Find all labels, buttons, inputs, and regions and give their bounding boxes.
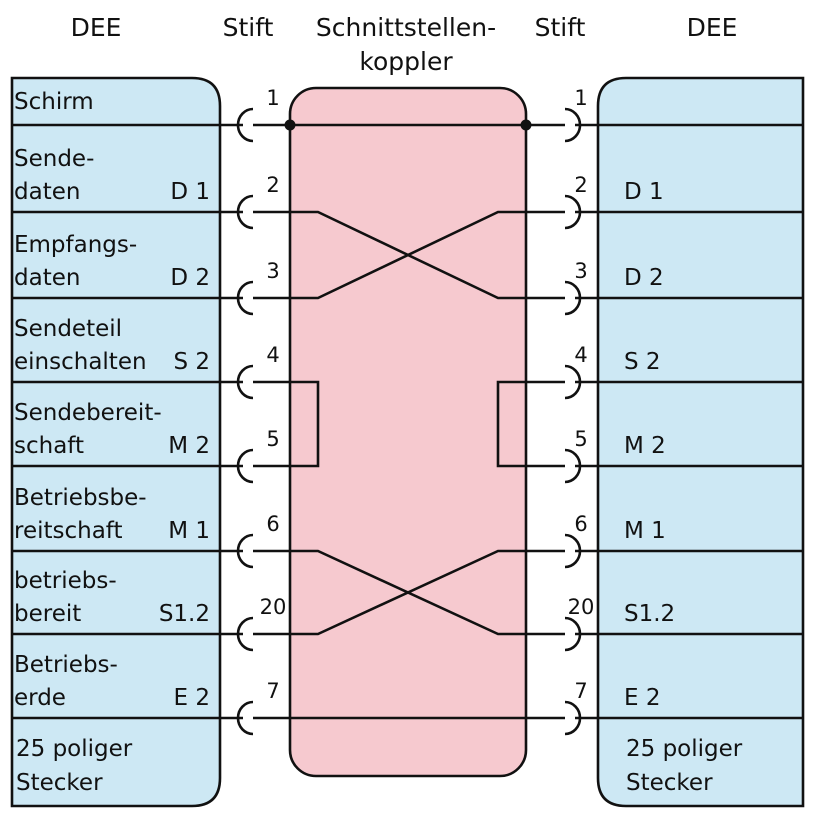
pin-number-left: 7 bbox=[266, 679, 279, 703]
signal-code-left: S 2 bbox=[173, 349, 210, 375]
signal-code-right: M 2 bbox=[624, 433, 666, 459]
signal-code-right: D 2 bbox=[624, 265, 664, 291]
socket-right-icon bbox=[564, 533, 582, 569]
signal-label-left-line1: Sende- bbox=[14, 146, 94, 172]
signal-label-left-line1: betriebs- bbox=[14, 568, 117, 594]
loop-wire-left-4-5 bbox=[253, 380, 320, 468]
signal-code-left: M 1 bbox=[168, 518, 210, 544]
pin-number-right: 7 bbox=[574, 679, 587, 703]
pin-number-right: 20 bbox=[568, 595, 595, 619]
shield-junction-dot-left bbox=[284, 119, 296, 131]
socket-left-icon bbox=[236, 700, 254, 736]
signal-label-left-line2: schaft bbox=[14, 433, 84, 459]
pin-number-right: 2 bbox=[574, 173, 587, 197]
signal-label-left-line2: bereit bbox=[14, 601, 81, 627]
footer-left-line1: 25 poliger bbox=[16, 736, 133, 762]
socket-right-icon bbox=[564, 448, 582, 484]
signal-code-left: D 2 bbox=[170, 265, 210, 291]
socket-right-icon bbox=[564, 107, 582, 143]
shield-junction-dot-right bbox=[520, 119, 532, 131]
header-dee-left: DEE bbox=[71, 13, 122, 42]
pin-number-right: 3 bbox=[574, 259, 587, 283]
socket-left-icon bbox=[236, 280, 254, 316]
dee-right-panel bbox=[596, 76, 805, 808]
signal-label-left-line1: Betriebsbe- bbox=[14, 485, 147, 511]
signal-label-left-line1: Betriebs- bbox=[14, 652, 118, 678]
pin-number-left: 20 bbox=[260, 595, 287, 619]
signal-label-left-line2: erde bbox=[14, 685, 66, 711]
signal-label-left-line2: daten bbox=[14, 265, 80, 291]
signal-label-left-line2: reitschaft bbox=[14, 518, 123, 544]
pin-number-right: 6 bbox=[574, 512, 587, 536]
footer-right-line1: 25 poliger bbox=[626, 736, 743, 762]
signal-label-left: Schirm bbox=[14, 89, 94, 115]
signal-label-left-line1: Empfangs- bbox=[14, 232, 137, 258]
pin-number-left: 5 bbox=[266, 427, 279, 451]
signal-code-left: E 2 bbox=[174, 685, 210, 711]
header-coupler-line1: Schnittstellen- bbox=[316, 13, 496, 42]
cross-wire-20-6 bbox=[253, 549, 565, 636]
coupler-wiring bbox=[253, 119, 565, 720]
socket-left-icon bbox=[236, 194, 254, 230]
header-coupler-line2: koppler bbox=[359, 47, 453, 76]
pin-number-left: 1 bbox=[266, 86, 279, 110]
pin-number-left: 3 bbox=[266, 259, 279, 283]
socket-left-icon bbox=[236, 533, 254, 569]
socket-left-icon bbox=[236, 616, 254, 652]
signal-code-right: S 2 bbox=[624, 349, 661, 375]
signal-code-left: M 2 bbox=[168, 433, 210, 459]
signal-label-left-line2: daten bbox=[14, 179, 80, 205]
socket-right-icon bbox=[564, 616, 582, 652]
header-stift-left: Stift bbox=[223, 13, 274, 42]
header-dee-right: DEE bbox=[687, 13, 738, 42]
socket-right-icon bbox=[564, 194, 582, 230]
signal-label-left-line1: Sendebereit- bbox=[14, 400, 162, 426]
coupler-panel bbox=[288, 86, 528, 778]
dee-left-panel bbox=[10, 76, 222, 808]
signal-code-right: D 1 bbox=[624, 179, 664, 205]
signal-code-right: E 2 bbox=[624, 685, 660, 711]
loop-wire-right-4-5 bbox=[496, 380, 565, 468]
pin-number-right: 4 bbox=[574, 343, 587, 367]
pin-number-right: 1 bbox=[574, 86, 587, 110]
signal-label-left-line1: Sendeteil bbox=[14, 316, 122, 342]
footer-right-line2: Stecker bbox=[626, 770, 713, 796]
socket-left-icon bbox=[236, 107, 254, 143]
signal-code-right: S1.2 bbox=[624, 601, 675, 627]
socket-right-icon bbox=[564, 364, 582, 400]
socket-right-icon bbox=[564, 280, 582, 316]
pin-number-right: 5 bbox=[574, 427, 587, 451]
signal-code-right: M 1 bbox=[624, 518, 666, 544]
header-stift-right: Stift bbox=[535, 13, 586, 42]
socket-left-icon bbox=[236, 364, 254, 400]
signal-code-left: D 1 bbox=[170, 179, 210, 205]
signal-code-left: S1.2 bbox=[159, 601, 210, 627]
socket-left-icon bbox=[236, 448, 254, 484]
footer-left-line2: Stecker bbox=[16, 770, 103, 796]
cross-wire-3-2 bbox=[253, 210, 565, 300]
signal-label-left-line2: einschalten bbox=[14, 349, 147, 375]
socket-right-icon bbox=[564, 700, 582, 736]
pin-number-left: 2 bbox=[266, 173, 279, 197]
pin-number-left: 4 bbox=[266, 343, 279, 367]
pin-number-left: 6 bbox=[266, 512, 279, 536]
